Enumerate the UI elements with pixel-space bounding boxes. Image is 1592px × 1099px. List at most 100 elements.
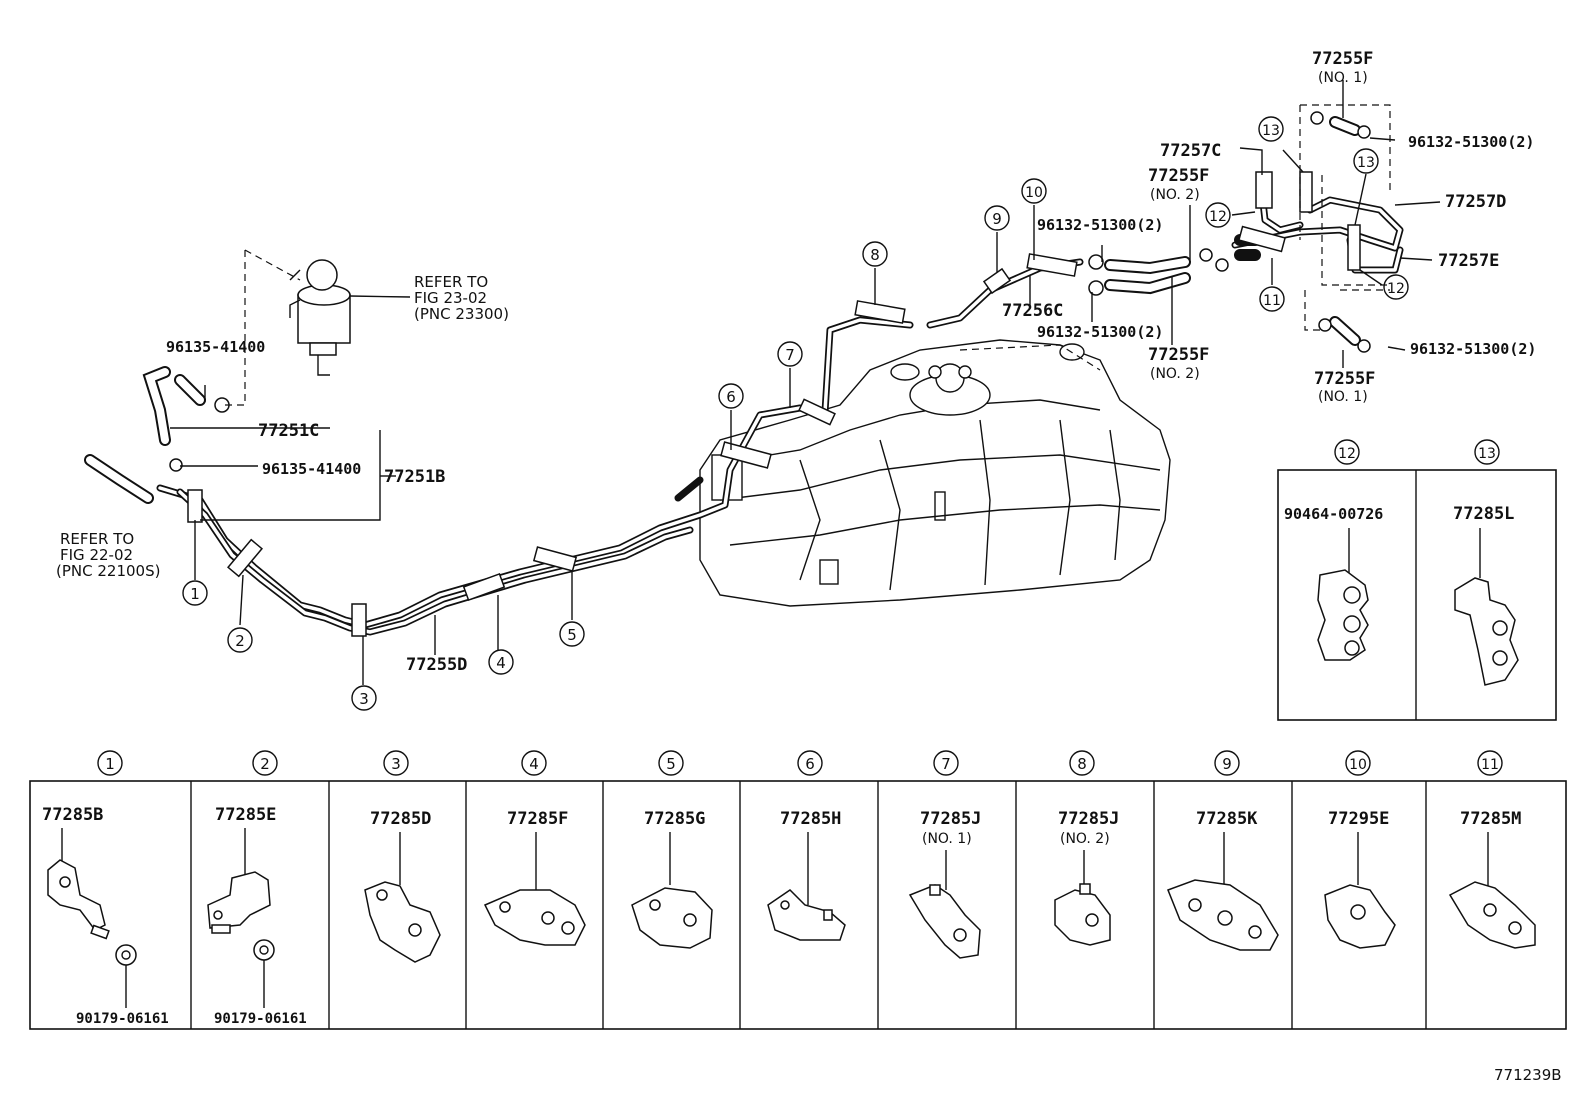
svg-text:12: 12: [1387, 281, 1405, 297]
svg-text:5: 5: [567, 626, 577, 644]
svg-text:12: 12: [1209, 209, 1227, 225]
svg-text:13: 13: [1357, 155, 1375, 171]
hose-clamps: [169, 111, 1371, 472]
svg-text:12: 12: [1338, 446, 1356, 462]
inset-cell-10: 10 77295E: [1324, 750, 1396, 949]
svg-text:4: 4: [529, 755, 539, 773]
label-96132-mid-lower: 96132-51300(2): [1037, 323, 1163, 341]
callout-9: 9: [984, 205, 1010, 231]
svg-text:77285D: 77285D: [370, 809, 431, 829]
part-labels: 77255F (NO. 1) 96132-51300(2) 77257C 772…: [56, 49, 1562, 1084]
label-96135-mid: 96135-41400: [262, 460, 361, 478]
svg-text:77285F: 77285F: [507, 809, 568, 829]
label-77255F-no2-bot: 77255F: [1148, 345, 1209, 365]
svg-text:11: 11: [1263, 293, 1281, 309]
svg-text:77285J: 77285J: [920, 809, 981, 829]
inset-cell-3: 3 77285D: [364, 750, 441, 963]
label-77257E: 77257E: [1438, 251, 1499, 271]
leader-lines: [170, 80, 1441, 685]
svg-text:77285B: 77285B: [42, 805, 103, 825]
svg-text:3: 3: [359, 690, 369, 708]
svg-text:77285M: 77285M: [1460, 809, 1521, 829]
svg-text:13: 13: [1478, 446, 1496, 462]
diagram-id: 771239B: [1494, 1066, 1562, 1084]
svg-text:5: 5: [666, 755, 676, 773]
svg-text:77285J: 77285J: [1058, 809, 1119, 829]
inset-cell-6: 6 77285H: [767, 750, 846, 941]
label-refer-22-l3: (PNC 22100S): [56, 562, 160, 580]
svg-text:3: 3: [391, 755, 401, 773]
inset-top: 12 90464-00726 13 77285L: [1277, 439, 1557, 721]
inset-cell-4: 4 77285F: [483, 750, 586, 946]
label-refer-22-l1: REFER TO: [60, 530, 134, 548]
callout-3: 3: [351, 685, 377, 711]
label-77257D: 77257D: [1445, 192, 1506, 212]
label-77255F-no1-top: 77255F: [1312, 49, 1373, 69]
svg-text:90464-00726: 90464-00726: [1284, 505, 1383, 523]
svg-text:77295E: 77295E: [1328, 809, 1389, 829]
svg-text:6: 6: [726, 388, 736, 406]
inset-cell-8: 8 77285J (NO. 2): [1054, 750, 1119, 946]
label-77257C: 77257C: [1160, 141, 1221, 161]
label-refer-23-l2: FIG 23-02: [414, 289, 487, 307]
label-77255F-no1-top-sub: (NO. 1): [1318, 70, 1368, 86]
label-77255F-no2-bot-sub: (NO. 2): [1150, 366, 1200, 382]
callout-5: 5: [559, 621, 585, 647]
callout-13b: 13: [1353, 148, 1379, 174]
svg-text:9: 9: [1222, 755, 1232, 773]
reference-lines: [222, 104, 1391, 406]
svg-text:11: 11: [1481, 757, 1499, 773]
callout-12a: 12: [1205, 202, 1231, 228]
svg-text:77285K: 77285K: [1196, 809, 1258, 829]
svg-text:2: 2: [235, 632, 245, 650]
callout-1: 1: [182, 580, 208, 606]
inset-cell-2: 2 77285E 90179-06161: [207, 750, 307, 1027]
fuel-tank: [699, 339, 1171, 607]
callout-6: 6: [718, 383, 744, 409]
callout-4: 4: [488, 649, 514, 675]
label-77251C: 77251C: [258, 421, 319, 441]
svg-text:6: 6: [805, 755, 815, 773]
callout-10: 10: [1021, 178, 1047, 204]
svg-text:8: 8: [1077, 755, 1087, 773]
label-77255D: 77255D: [406, 655, 467, 675]
callout-circles: 1 2 3 4 5 6 7 8 9 10 11 12 12 13 13: [182, 116, 1409, 711]
callout-8: 8: [862, 241, 888, 267]
label-96135-top: 96135-41400: [166, 338, 265, 356]
label-77251B: 77251B: [384, 467, 445, 487]
label-refer-22-l2: FIG 22-02: [60, 546, 133, 564]
svg-text:10: 10: [1349, 757, 1367, 773]
svg-text:77285L: 77285L: [1453, 504, 1514, 524]
label-96132-bot-right: 96132-51300(2): [1410, 340, 1536, 358]
callout-13a: 13: [1258, 116, 1284, 142]
svg-text:7: 7: [785, 346, 795, 364]
label-refer-23-l3: (PNC 23300): [414, 305, 509, 323]
label-77255F-no1-bot: 77255F: [1314, 369, 1375, 389]
svg-text:8: 8: [870, 246, 880, 264]
svg-text:2: 2: [260, 755, 270, 773]
svg-text:4: 4: [496, 654, 506, 672]
svg-text:77285E: 77285E: [215, 805, 276, 825]
label-refer-23-l1: REFER TO: [414, 273, 488, 291]
inset-cell-1: 1 77285B 90179-06161: [42, 750, 169, 1027]
inset-cell-9: 9 77285K: [1167, 750, 1279, 951]
pipe-clips: [187, 171, 1361, 637]
fuel-filter: [289, 259, 351, 376]
svg-text:90179-06161: 90179-06161: [214, 1011, 307, 1027]
svg-text:1: 1: [105, 755, 115, 773]
inset-cell-5: 5 77285G: [631, 750, 713, 949]
svg-text:(NO. 2): (NO. 2): [1060, 831, 1110, 847]
callout-7: 7: [777, 341, 803, 367]
label-77255F-no2-top: 77255F: [1148, 166, 1209, 186]
inset-top-12: 12 90464-00726: [1284, 439, 1383, 661]
svg-text:7: 7: [941, 755, 951, 773]
label-96132-mid-upper: 96132-51300(2): [1037, 216, 1163, 234]
label-77255F-no1-bot-sub: (NO. 1): [1318, 389, 1368, 405]
svg-text:1: 1: [190, 585, 200, 603]
inset-cell-11: 11 77285M: [1448, 750, 1536, 949]
label-96132-top-right: 96132-51300(2): [1408, 133, 1534, 151]
callout-2: 2: [227, 627, 253, 653]
inset-bottom: 1 77285B 90179-06161 2 77285E 90179-0616…: [29, 750, 1567, 1030]
svg-text:77285G: 77285G: [644, 809, 705, 829]
